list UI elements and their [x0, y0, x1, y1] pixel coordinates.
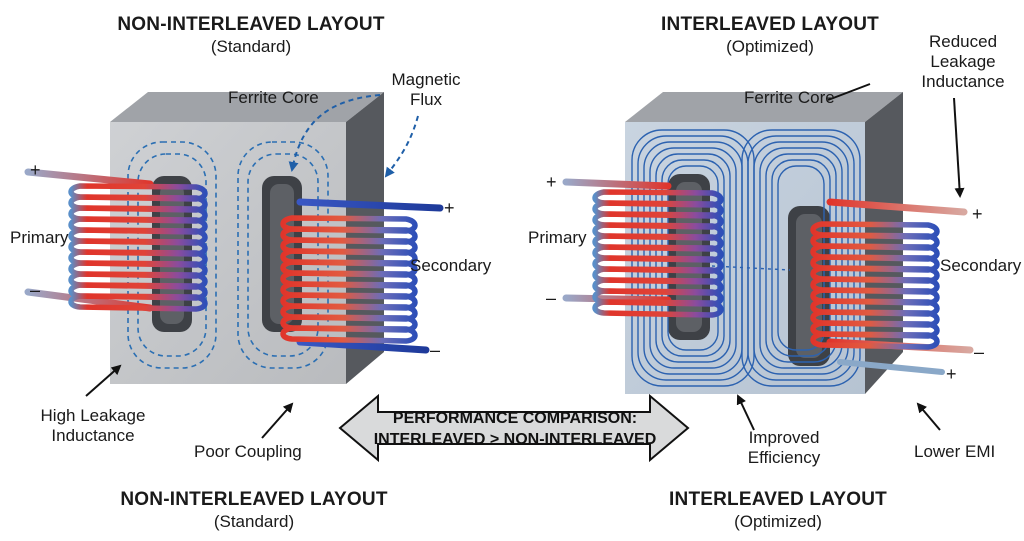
right-primary-coil — [562, 178, 724, 318]
left-primary-minus: – — [30, 280, 41, 300]
right-subtitle-text: (Optimized) — [726, 37, 814, 56]
left-secondary-turn — [280, 325, 418, 344]
left-secondary-plus: + — [444, 198, 455, 218]
left-subtitle-text: (Standard) — [210, 37, 292, 56]
right-secondary-plus-2: + — [946, 364, 957, 384]
comparison-text: PERFORMANCE COMPARISON: INTERLEAVED > NO… — [355, 408, 675, 450]
right-title-top: INTERLEAVED LAYOUT (Optimized) — [630, 14, 910, 57]
right-title-text: INTERLEAVED LAYOUT — [661, 14, 879, 35]
left-magnetic-flux-label: Magnetic Flux — [376, 70, 476, 110]
callout-arrows — [85, 83, 965, 439]
right-primary-label: Primary — [528, 228, 587, 247]
left-bottom-title-text: NON-INTERLEAVED LAYOUT — [120, 489, 388, 510]
reduced-leakage-line1: Reduced — [928, 32, 998, 51]
left-primary-plus: + — [30, 160, 41, 180]
right-secondary-turn — [810, 331, 940, 350]
right-title-bottom: INTERLEAVED LAYOUT (Optimized) — [640, 489, 916, 532]
right-primary-turn — [592, 299, 724, 318]
right-secondary-plus: + — [972, 204, 983, 224]
left-secondary-label: Secondary — [410, 256, 492, 275]
left-primary-coil — [24, 168, 208, 312]
poor-coupling-label: Poor Coupling — [194, 442, 302, 461]
high-leakage-line1: High Leakage — [40, 406, 146, 425]
left-primary-label: Primary — [10, 228, 69, 247]
magnetic-flux-line2: Flux — [409, 90, 443, 109]
right-secondary-minus: – — [974, 342, 985, 362]
improved-efficiency-line2: Efficiency — [747, 448, 821, 467]
left-title-text: NON-INTERLEAVED LAYOUT — [117, 14, 385, 35]
left-title-top: NON-INTERLEAVED LAYOUT (Standard) — [108, 14, 394, 57]
magnetic-flux-line1: Magnetic — [391, 70, 461, 89]
comparison-line1: PERFORMANCE COMPARISON: — [392, 410, 638, 427]
right-secondary-coil — [810, 198, 974, 375]
right-primary-minus: – — [546, 288, 557, 308]
improved-efficiency-label: Improved Efficiency — [734, 428, 834, 468]
improved-efficiency-line1: Improved — [748, 428, 820, 447]
right-primary-plus: + — [546, 172, 557, 192]
reduced-leakage-line3: Inductance — [921, 72, 1005, 91]
reduced-leakage-label: Reduced Leakage Inductance — [908, 32, 1018, 92]
right-secondary-label: Secondary — [940, 256, 1022, 275]
high-leakage-label: High Leakage Inductance — [18, 406, 168, 446]
left-ferrite-core-label: Ferrite Core — [228, 88, 319, 107]
right-bottom-title-text: INTERLEAVED LAYOUT — [669, 489, 887, 510]
left-title-bottom: NON-INTERLEAVED LAYOUT (Standard) — [96, 489, 412, 532]
comparison-banner — [338, 393, 690, 463]
reduced-leakage-line2: Leakage — [930, 52, 996, 71]
left-secondary-coil — [280, 198, 444, 354]
high-leakage-line2: Inductance — [51, 426, 135, 445]
left-primary-turn — [68, 293, 208, 312]
right-center-flux — [711, 265, 791, 271]
comparison-line2: INTERLEAVED > NON-INTERLEAVED — [373, 431, 657, 448]
right-bottom-subtitle-text: (Optimized) — [734, 512, 822, 531]
right-ferrite-core-label: Ferrite Core — [744, 88, 835, 107]
lower-emi-label: Lower EMI — [914, 442, 996, 461]
left-bottom-subtitle-text: (Standard) — [213, 512, 295, 531]
left-secondary-minus: – — [430, 340, 441, 360]
